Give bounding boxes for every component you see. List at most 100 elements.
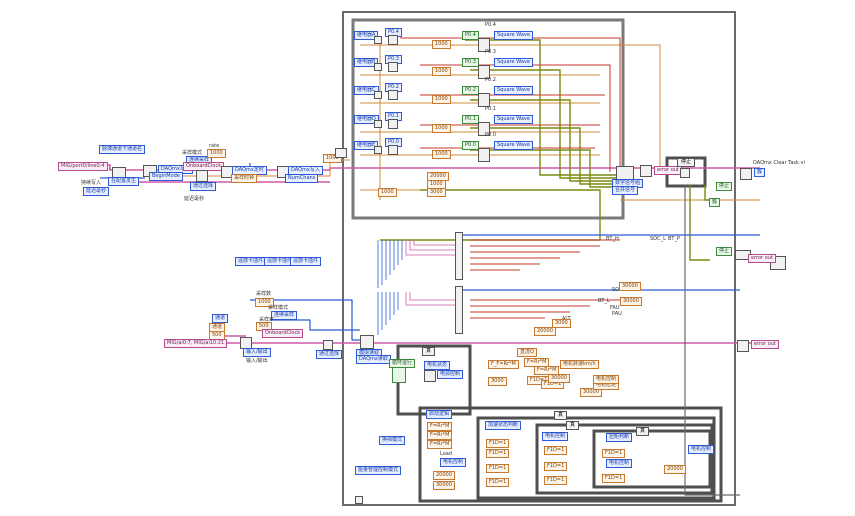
convert-signal-label: 合并信号: [612, 186, 639, 195]
case-selector-d[interactable]: 真: [636, 427, 650, 436]
waveform-node[interactable]: [478, 148, 490, 162]
loop-condition[interactable]: 簇: [709, 198, 721, 207]
analog-const-a[interactable]: 3000: [552, 319, 571, 328]
channel-delay-const[interactable]: 1000: [432, 67, 451, 76]
inner-const-c[interactable]: F1D=1: [486, 464, 510, 473]
channel-select-node[interactable]: [374, 36, 382, 44]
index-array-node-top[interactable]: [455, 232, 463, 280]
case-const-b[interactable]: F=Rr*M: [427, 431, 453, 440]
channel-pin-label: P0.0: [485, 132, 496, 138]
acq-mode-constant[interactable]: 连续采样: [271, 311, 298, 320]
resource-name-constant[interactable]: MIG/port0/line0:4: [58, 162, 108, 171]
inner-case-selector[interactable]: 停止: [677, 158, 696, 167]
square-wave-select[interactable]: Square Wave: [494, 58, 533, 67]
clear-task-node[interactable]: [740, 168, 752, 180]
note-label: 扭矩判断: [606, 433, 633, 442]
case-const-c[interactable]: F=Rr*M: [427, 440, 453, 449]
begin-label: 持续写入: [81, 180, 102, 186]
inner-const-b[interactable]: F1D=1: [486, 449, 510, 458]
rate-label-mid: 采样率: [259, 317, 275, 323]
square-wave-select[interactable]: Square Wave: [494, 31, 533, 40]
boolean-node[interactable]: [388, 90, 398, 100]
speed-const[interactable]: 30000: [548, 374, 570, 383]
case-const-e[interactable]: 30000: [433, 481, 455, 490]
analog-const-b[interactable]: 30000: [619, 282, 641, 291]
torque-const[interactable]: 30000: [580, 388, 602, 397]
index-array-node-bottom[interactable]: [455, 286, 463, 334]
square-wave-select[interactable]: Square Wave: [494, 115, 533, 124]
inner2-const-b[interactable]: F1D=1: [544, 462, 568, 471]
channel-pin-label: P0.3: [485, 49, 496, 55]
analog-top-label: SOC_L: [650, 236, 666, 242]
channel-delay-const[interactable]: 1000: [432, 40, 451, 49]
load-constant[interactable]: 电机控制: [440, 458, 467, 467]
const-a[interactable]: F_F=Rr*M: [488, 360, 519, 369]
analog-resource-constant[interactable]: MIG/ai0:7, MIG/ai10:21: [164, 339, 228, 348]
channel-index-constant[interactable]: P0.2: [462, 86, 479, 95]
waveform-node[interactable]: [478, 38, 490, 52]
analog-const-b-2[interactable]: 30000: [620, 297, 642, 306]
inner-const-a[interactable]: F1D=1: [486, 439, 510, 448]
inner3-label: 电机控制: [606, 459, 633, 468]
case-const-a[interactable]: F=Rr*M: [427, 422, 453, 431]
select-mid: 通过选择: [316, 350, 343, 359]
waveform-node[interactable]: [478, 65, 490, 79]
channel-select-node[interactable]: [374, 120, 382, 128]
channel-label: 继电器C: [354, 86, 379, 95]
channel-select-node[interactable]: [374, 63, 382, 71]
timing-node-mid[interactable]: [323, 340, 333, 350]
start-config-constant[interactable]: 在配置发生: [108, 177, 140, 186]
square-wave-select[interactable]: Square Wave: [494, 141, 533, 150]
inner3-const-b[interactable]: F1D=1: [602, 474, 626, 483]
count-dup-d[interactable]: 1000: [378, 188, 397, 197]
select-label: 通过选择: [190, 182, 217, 191]
mode-constant[interactable]: 换挡模式: [379, 436, 406, 445]
acq-mode-label: 采样模式: [268, 305, 289, 311]
sample-count-constant[interactable]: 1000: [255, 298, 274, 307]
sample-mode-label: 采样模式: [182, 150, 203, 156]
channel-select-node[interactable]: [374, 146, 382, 154]
daq-write-node-right[interactable]: [640, 165, 652, 177]
inner2-const-a[interactable]: F1D=1: [544, 446, 568, 455]
inner2-const-c[interactable]: F1D=1: [544, 476, 568, 485]
inner3-const-c[interactable]: 20000: [664, 465, 686, 474]
boolean-node[interactable]: [388, 35, 398, 45]
onboard-clock-mid[interactable]: OnboardClock: [262, 329, 304, 338]
waveform-node[interactable]: [478, 93, 490, 107]
square-wave-select[interactable]: Square Wave: [494, 86, 533, 95]
count-dup-c[interactable]: 3000: [427, 188, 446, 197]
channel-delay-const[interactable]: 1000: [432, 124, 451, 133]
status-node[interactable]: [424, 370, 436, 382]
daqmx-read-node[interactable]: [360, 335, 374, 349]
tab-c[interactable]: 遥感卡插件: [290, 257, 322, 266]
const-b[interactable]: 3000: [488, 377, 507, 386]
boolean-node[interactable]: [388, 145, 398, 155]
analog-const-c[interactable]: 20000: [534, 327, 556, 336]
case-const-d[interactable]: 20000: [433, 471, 455, 480]
case-selector-a[interactable]: 真: [422, 347, 436, 356]
chan-constant[interactable]: 通道: [212, 314, 229, 323]
channel-index-constant[interactable]: P0.0: [462, 141, 479, 150]
clear-task-node-3[interactable]: [737, 340, 749, 352]
rate-constant[interactable]: 1000: [207, 149, 226, 158]
chan-label-mid: 输入/输出: [246, 358, 268, 364]
inner3-const-a[interactable]: F1D=1: [602, 449, 626, 458]
case-selector-b[interactable]: 真: [554, 411, 568, 420]
boolean-node[interactable]: [388, 62, 398, 72]
channel-delay-const[interactable]: 1000: [432, 150, 451, 159]
loop-run-bool[interactable]: [392, 367, 406, 383]
waveform-node[interactable]: [478, 122, 490, 136]
boolean-node[interactable]: [388, 119, 398, 129]
channel-delay-const[interactable]: 1000: [432, 95, 451, 104]
line-config-constant[interactable]: 延迟毫秒: [83, 187, 110, 196]
channel-index-constant[interactable]: P0.1: [462, 115, 479, 124]
inner-const-d[interactable]: F1D=1: [486, 478, 510, 487]
count-constant[interactable]: 1000: [323, 154, 342, 163]
channel-pin-label: P0.4: [485, 22, 496, 28]
timing-node[interactable]: [196, 170, 208, 182]
channel-index-constant[interactable]: P0.4: [462, 31, 479, 40]
channel-pin-label: P0.1: [485, 106, 496, 112]
channel-index-constant[interactable]: P0.3: [462, 58, 479, 67]
channel-select-node[interactable]: [374, 91, 382, 99]
case-selector-c[interactable]: 真: [566, 421, 580, 430]
